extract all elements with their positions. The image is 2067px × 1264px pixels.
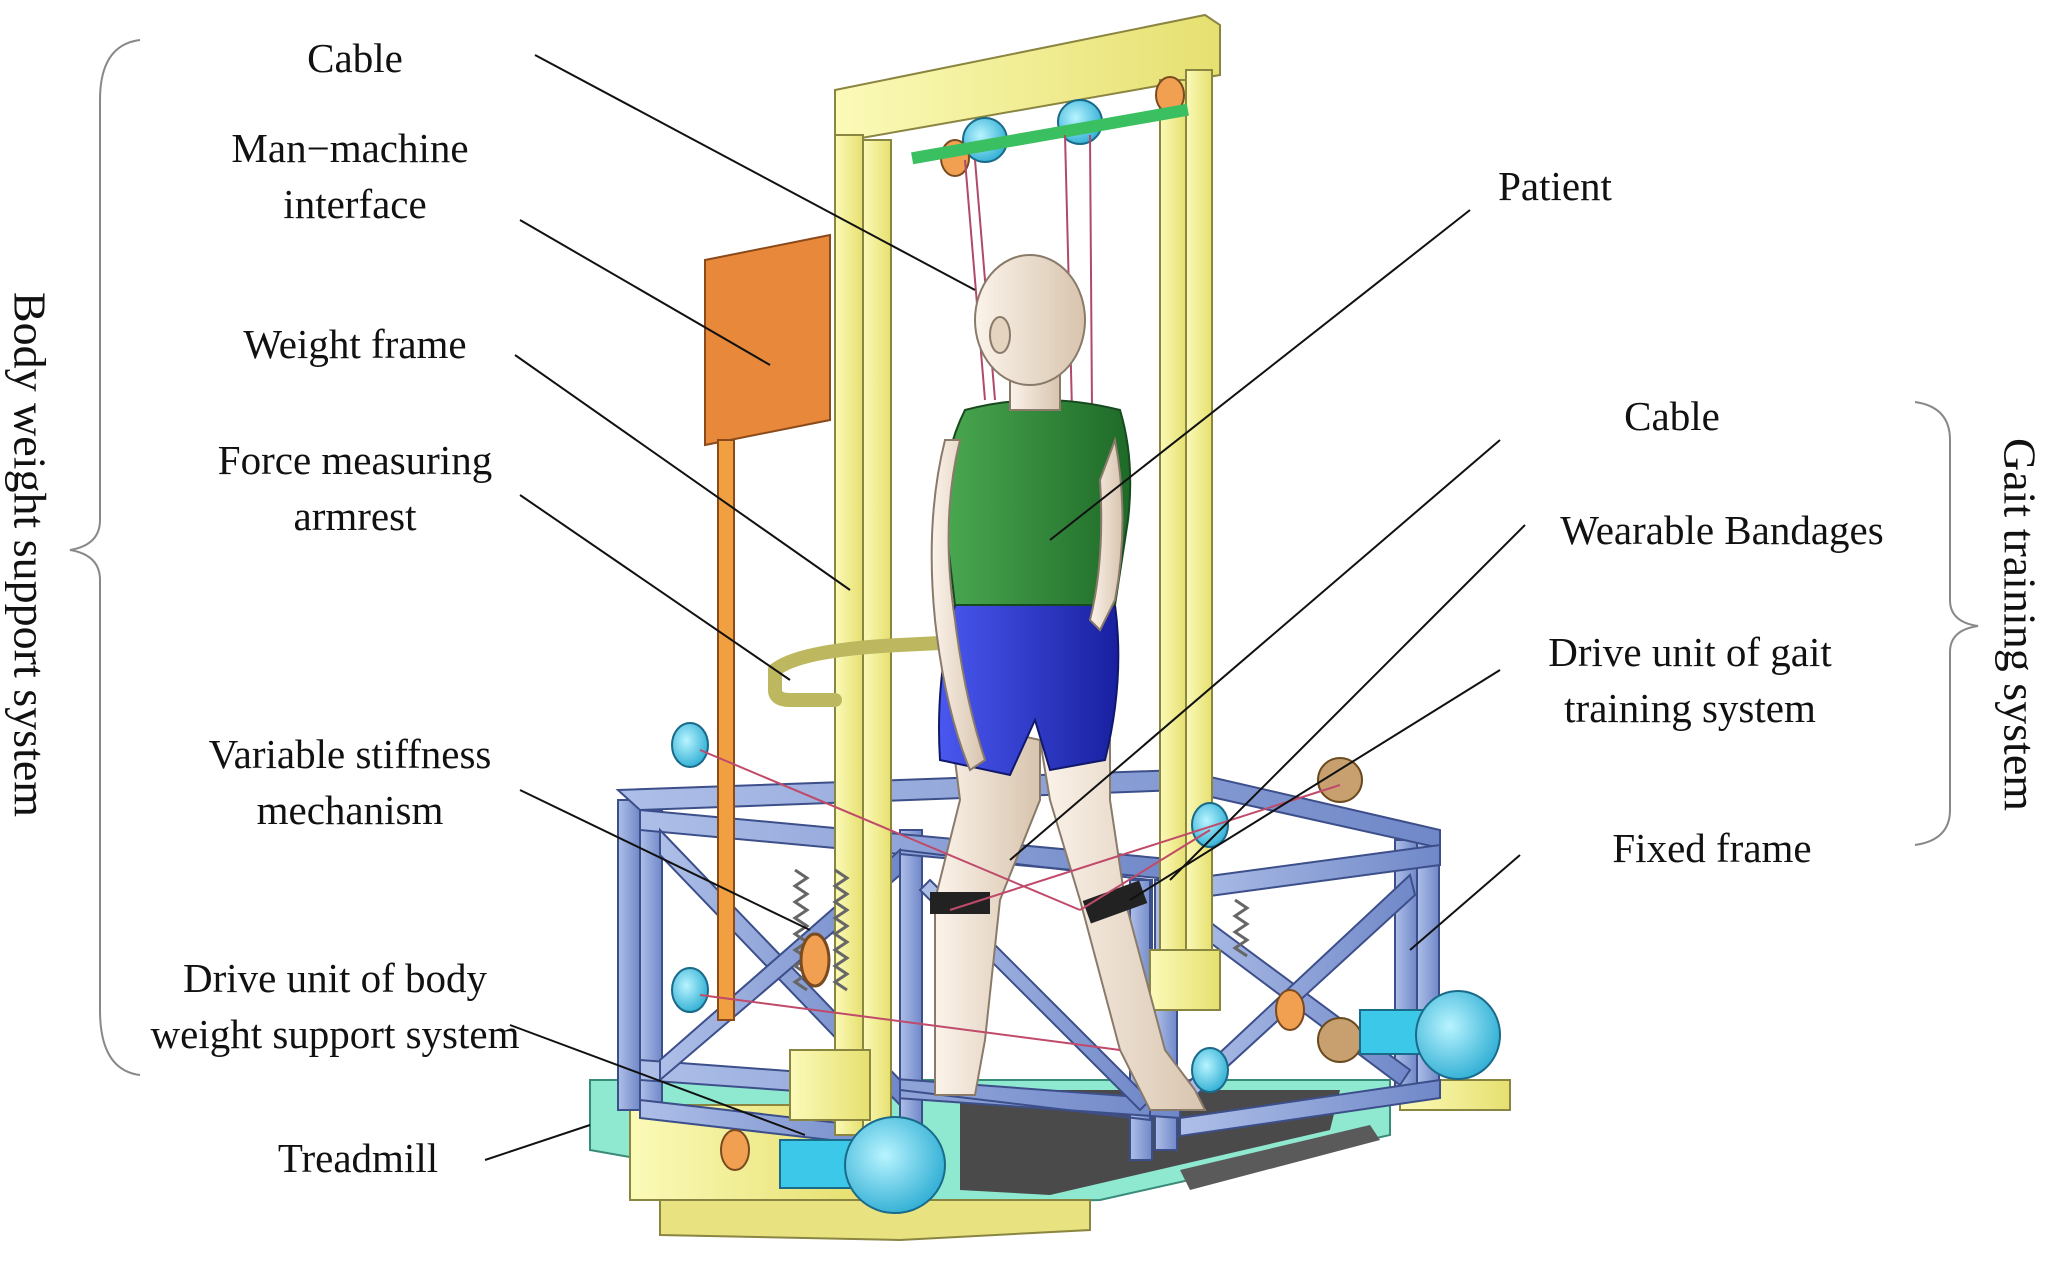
label-treadmill: Treadmill <box>277 1135 439 1181</box>
label-wearable-bandages: Wearable Bandages <box>1560 507 1884 553</box>
man-machine-interface <box>704 233 831 1021</box>
gait-drive-motor <box>1275 989 1501 1080</box>
variable-stiffness-mechanism <box>792 868 1250 992</box>
label-mmi-line1: Man−machine <box>231 125 469 171</box>
patient <box>930 254 1207 1111</box>
gait-cables <box>699 749 1341 1051</box>
group-label-body-weight-support: Body weight support system <box>4 291 56 818</box>
force-measuring-armrest <box>768 633 1007 707</box>
label-fixed-frame: Fixed frame <box>1612 825 1812 871</box>
label-bws-drive-line2: weight support system <box>150 1011 520 1057</box>
label-patient: Patient <box>1498 163 1612 209</box>
label-mmi-line2: interface <box>283 181 427 227</box>
top-pulleys <box>911 76 1189 177</box>
leader-lines <box>484 54 1526 1161</box>
group-label-gait-training: Gait training system <box>1994 437 2046 812</box>
label-vsm-line2: mechanism <box>256 787 444 833</box>
label-gait-drive-line2: training system <box>1564 685 1816 731</box>
label-bws-drive-line1: Drive unit of body <box>182 955 488 1001</box>
left-group-brace <box>69 39 141 1076</box>
label-vsm-line1: Variable stiffness <box>208 731 492 777</box>
label-force-line2: armrest <box>293 493 417 539</box>
label-force-line1: Force measuring <box>217 437 493 483</box>
label-weight-frame: Weight frame <box>243 321 467 367</box>
bws-drive-motor <box>720 1116 946 1214</box>
label-gait-drive-line1: Drive unit of gait <box>1548 629 1832 675</box>
label-cable-top: Cable <box>307 35 403 81</box>
right-group-brace <box>1914 401 1979 846</box>
label-cable-right: Cable <box>1624 393 1720 439</box>
